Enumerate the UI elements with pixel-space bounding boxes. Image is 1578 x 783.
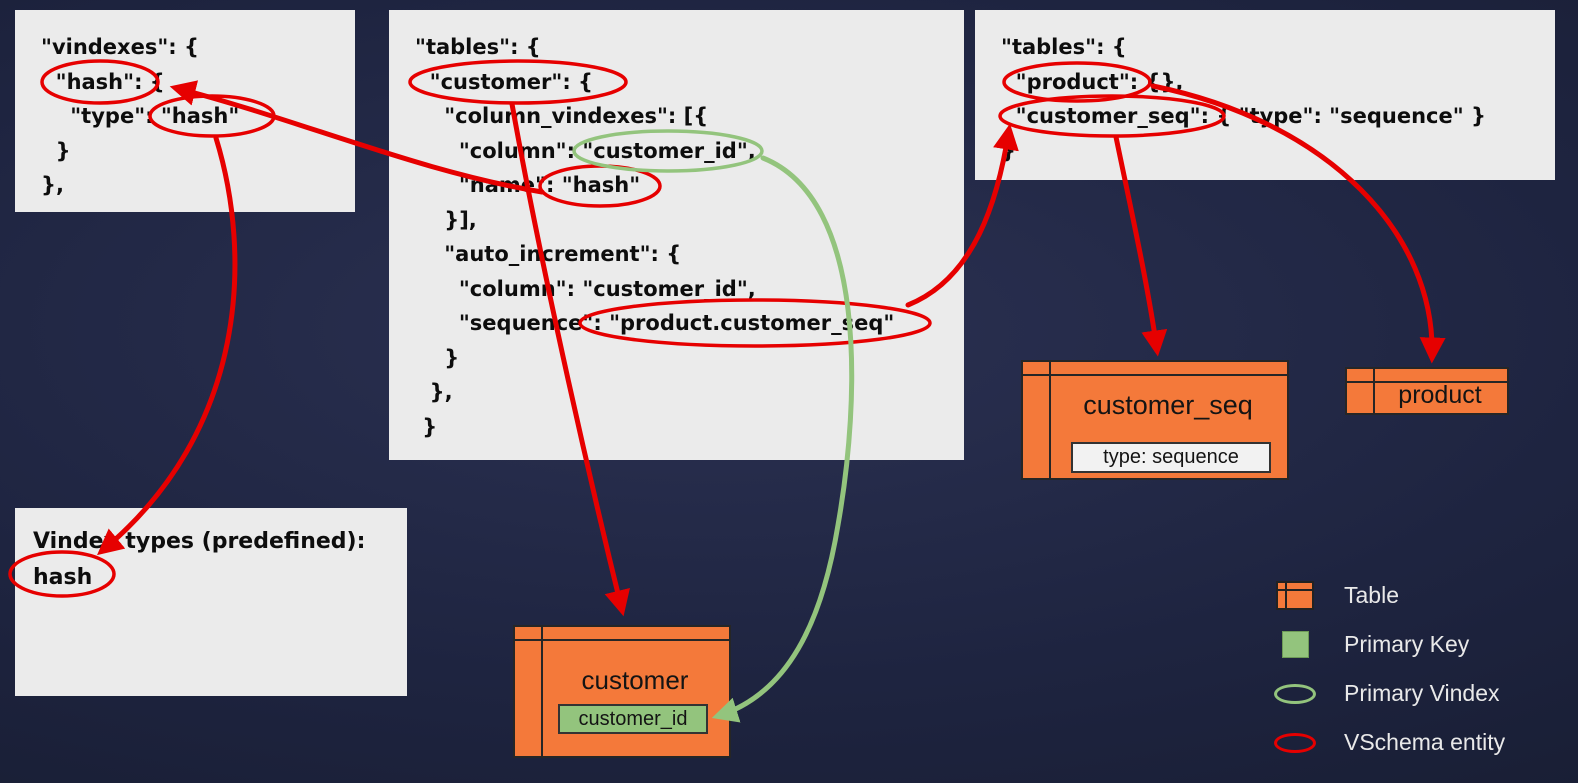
table-header-line xyxy=(1345,381,1509,383)
code-line: "column_vindexes": [{ xyxy=(415,104,709,128)
code-line: } xyxy=(1001,138,1016,163)
code-line: "tables": { xyxy=(1001,35,1127,59)
code-line: } xyxy=(415,345,460,370)
table-title: product xyxy=(1398,381,1482,409)
legend-item-table: Table xyxy=(1272,571,1505,620)
code-line: "vindexes": { xyxy=(41,35,199,59)
code-line: } xyxy=(415,414,438,439)
table-left-line xyxy=(1049,360,1051,480)
code-line: "product": {}, xyxy=(1001,69,1184,94)
legend: Table Primary Key Primary Vindex VSchema… xyxy=(1272,571,1505,767)
customer-table: customer customer_id xyxy=(513,625,731,758)
legend-item-primary-vindex: Primary Vindex xyxy=(1272,669,1505,718)
code-line: }, xyxy=(41,173,64,197)
code-line: "type": "hash" xyxy=(41,104,240,128)
table-left-line xyxy=(1373,367,1375,415)
tables-product-json-panel: "tables": { "product": {}, "customer_seq… xyxy=(975,10,1555,180)
code-line: "column": "customer_id", xyxy=(415,276,756,301)
primary-key-field: customer_id xyxy=(558,704,708,734)
product-table: product xyxy=(1345,367,1509,415)
legend-label: VSchema entity xyxy=(1344,729,1506,755)
code-line: }, xyxy=(415,380,453,404)
code-line: "hash": { xyxy=(41,69,165,94)
sequence-type-field: type: sequence xyxy=(1071,442,1271,473)
code-line: "name": "hash" xyxy=(415,173,641,197)
vindexes-json-panel: "vindexes": { "hash": { "type": "hash" }… xyxy=(15,10,355,212)
table-left-line xyxy=(541,625,543,758)
legend-label: Primary Key xyxy=(1344,631,1470,657)
tables-customer-json-panel: "tables": { "customer": { "column_vindex… xyxy=(389,10,964,460)
primary-key-icon xyxy=(1281,631,1309,658)
table-title: customer_seq xyxy=(1083,390,1253,420)
code-line: "customer": { xyxy=(415,69,594,94)
customer-seq-table: customer_seq type: sequence xyxy=(1021,360,1289,480)
code-line: }], xyxy=(415,207,477,232)
code-line: "customer_seq": { "type": "sequence" } xyxy=(1001,104,1486,128)
code-line: "sequence": "product.customer_seq" xyxy=(415,311,895,335)
code-line: } xyxy=(41,138,71,163)
table-header-line xyxy=(513,639,731,641)
vschema-entity-icon xyxy=(1274,732,1316,753)
table-icon xyxy=(1276,581,1314,610)
legend-item-vschema-entity: VSchema entity xyxy=(1272,718,1505,767)
code-line: "tables": { xyxy=(415,35,541,59)
code-line: "auto_increment": { xyxy=(415,242,682,266)
table-title: customer xyxy=(581,665,689,695)
vindex-type-hash: hash xyxy=(33,565,93,590)
code-line: "column": "customer_id", xyxy=(415,138,756,163)
vindex-types-heading: Vindex types (predefined): xyxy=(33,529,366,554)
primary-vindex-icon xyxy=(1274,683,1316,704)
table-header-line xyxy=(1021,374,1289,376)
legend-label: Table xyxy=(1344,582,1399,608)
legend-item-primary-key: Primary Key xyxy=(1272,620,1505,669)
vindex-types-panel: Vindex types (predefined): hash xyxy=(15,508,407,696)
legend-label: Primary Vindex xyxy=(1344,680,1500,706)
